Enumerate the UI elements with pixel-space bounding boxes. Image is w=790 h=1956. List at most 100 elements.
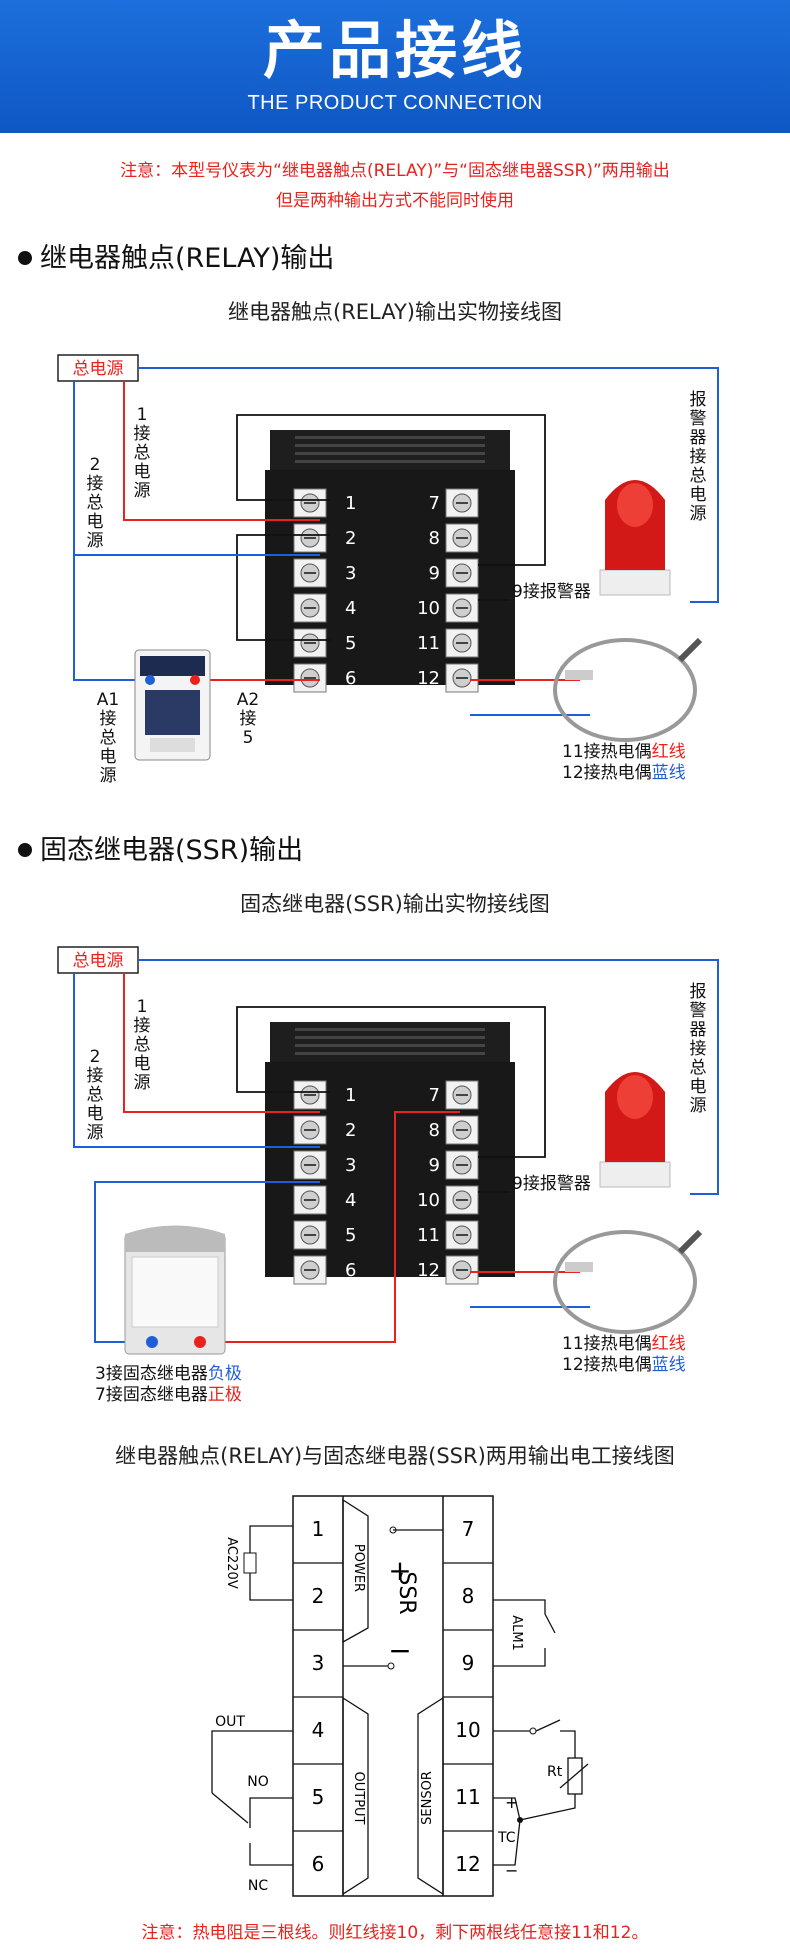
out-label: OUT: [215, 1714, 245, 1730]
ssr-module-image: [124, 1225, 226, 1355]
ssr-minus: −: [388, 1634, 411, 1667]
bottom-note: 注意：热电阻是三根线。则红线接10，剩下两根线任意接11和12。: [141, 1923, 649, 1943]
label-char: 总: [690, 1058, 707, 1078]
output-block: [342, 1696, 369, 1896]
tc-label: TC: [497, 1830, 516, 1846]
relay-caption: 继电器触点(RELAY)输出实物接线图: [228, 300, 562, 324]
terminal-number: 3: [345, 1155, 356, 1176]
ssr-label: SSR: [394, 1571, 419, 1614]
schematic-right-number: 8: [462, 1584, 475, 1608]
schematic-left-number: 1: [312, 1517, 325, 1541]
page-subtitle: THE PRODUCT CONNECTION: [0, 92, 790, 115]
controller-vents: [295, 436, 485, 463]
label-char: 报: [690, 982, 707, 1002]
terminal-number: 4: [345, 598, 356, 619]
sensor-label: SENSOR: [420, 1771, 435, 1825]
tc-11-text: 11接热电偶红线: [562, 1334, 686, 1354]
label-char: 1: [137, 997, 148, 1017]
terminal-number: 1: [345, 1085, 356, 1106]
label-char: 电: [87, 512, 104, 532]
bullet-icon: [18, 250, 32, 265]
power-label: 总电源: [73, 359, 124, 379]
alm-label: ALM1: [509, 1615, 524, 1651]
wire-bridge-top: [236, 1006, 546, 1158]
alarm-9-text: 9接报警器: [512, 582, 591, 602]
tc-11-text: 11接热电偶红线: [562, 742, 686, 762]
terminal-number: 8: [429, 1120, 440, 1141]
label-char: 接: [134, 424, 151, 444]
label-char: 警: [690, 1001, 707, 1021]
label-char: 源: [87, 531, 104, 551]
terminal-number: 7: [429, 1085, 440, 1106]
label-char: 电: [100, 747, 117, 767]
wire-red-terminal-1: [123, 381, 320, 521]
wire-alarm-power: [138, 367, 719, 603]
ssr-3-text: 3接固态继电器负极: [95, 1364, 242, 1384]
label-char: 电: [690, 1077, 707, 1097]
label-char: 源: [134, 481, 151, 501]
alarm-light-image: [599, 1072, 671, 1188]
label-char: 1: [137, 405, 148, 425]
label-char: 接: [100, 709, 117, 729]
label-char: A2: [237, 690, 259, 710]
ssr-title-text: 固态继电器(SSR)输出: [40, 835, 304, 866]
label-char: 接: [87, 1066, 104, 1086]
label-char: 总: [87, 493, 104, 513]
schematic-right-number: 7: [462, 1517, 475, 1541]
terminal-number: 12: [417, 668, 440, 689]
wire-ssr-positive: [200, 1111, 460, 1343]
output-label: OUTPUT: [351, 1772, 366, 1825]
power-label: POWER: [351, 1544, 366, 1592]
notice-block: 注意：本型号仪表为“继电器触点(RELAY)”与“固态继电器SSR)”两用输出 …: [0, 156, 790, 216]
terminal-number: 4: [345, 1190, 356, 1211]
thermocouple-image: [553, 1229, 703, 1334]
schematic-right-number: 9: [462, 1651, 475, 1675]
terminal-number: 3: [345, 563, 356, 584]
terminal-number: 9: [429, 563, 440, 584]
label-char: A1: [97, 690, 119, 710]
power-label-box: [57, 946, 139, 974]
terminal-number: 11: [417, 1225, 440, 1246]
label-char: 接: [240, 709, 257, 729]
terminal-number: 10: [417, 598, 440, 619]
label-char: 总: [87, 1085, 104, 1105]
schematic-left-number: 5: [312, 1785, 325, 1809]
ssr-caption: 固态继电器(SSR)输出实物接线图: [240, 892, 550, 916]
nc-label: NC: [248, 1878, 268, 1894]
wire-blue-terminal-2: [73, 973, 320, 1148]
label-char: 器: [690, 428, 707, 448]
schematic-right-number: 11: [455, 1785, 480, 1809]
label-char: 接: [690, 447, 707, 467]
terminal-number: 5: [345, 633, 356, 654]
schematic-left-number: 6: [312, 1852, 325, 1876]
alarm-9-text: 9接报警器: [512, 1174, 591, 1194]
label-char: 接: [87, 474, 104, 494]
label-char: 2: [90, 455, 101, 475]
schematic-left-number: 4: [312, 1718, 325, 1742]
wire-red-terminal-1: [123, 973, 320, 1113]
tc-12-text: 12接热电偶蓝线: [562, 1355, 686, 1375]
terminal-number: 11: [417, 633, 440, 654]
thermocouple-image: [553, 637, 703, 742]
label-char: 器: [690, 1020, 707, 1040]
subtitle-text: THE PRODUCT CONNECTION: [247, 92, 543, 114]
power-block: [342, 1498, 369, 1644]
label-char: 源: [690, 504, 707, 524]
ssr-7-text: 7接固态继电器正极: [95, 1385, 242, 1402]
label-char: 电: [87, 1104, 104, 1124]
label-char: 5: [243, 728, 254, 748]
terminal-number: 2: [345, 528, 356, 549]
ssr-section-title: 固态继电器(SSR)输出: [18, 828, 303, 867]
label-char: 接: [134, 1016, 151, 1036]
